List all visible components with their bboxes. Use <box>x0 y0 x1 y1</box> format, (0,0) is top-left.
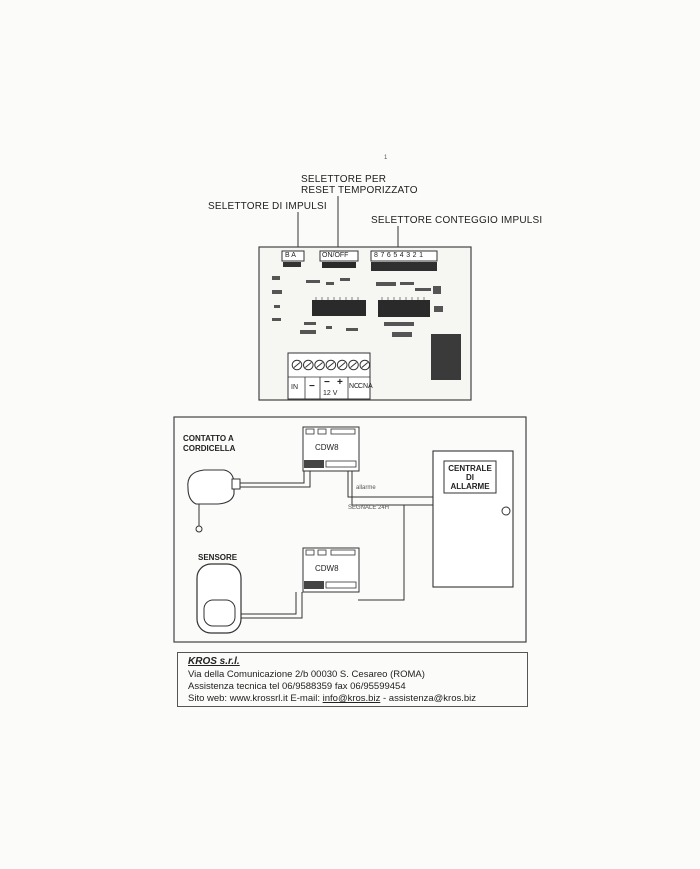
dip-switch-numbers: 8 7 6 5 4 3 2 1 <box>374 252 424 259</box>
ba-jumper-label: B A <box>285 252 296 259</box>
pulse-selector-label: SELETTORE DI IMPULSI <box>208 201 327 212</box>
email-info-link[interactable]: info@kros.biz <box>322 693 381 704</box>
ic-pins <box>315 297 425 300</box>
wires <box>240 471 433 619</box>
contact-label-line2: CORDICELLA <box>183 444 236 453</box>
dip-switch-frame <box>370 250 438 262</box>
sensor-device <box>196 563 242 634</box>
terminal-screw-slot <box>350 362 357 368</box>
ba-jumper-pins <box>283 262 301 267</box>
dip-switch-body <box>371 262 437 271</box>
email-assistance-link[interactable]: assistenza@kros.biz <box>388 693 477 704</box>
alarm-central-lock <box>501 506 511 516</box>
terminal-screw-slot <box>327 362 335 368</box>
web-separator: - <box>380 693 389 704</box>
wire-label-24h: SEGNALE 24H <box>348 505 390 511</box>
ic-chip-left <box>312 300 366 316</box>
web-prefix: Sito web: www.krossrl.it E-mail: <box>188 693 323 704</box>
web-contacts: Sito web: www.krossrl.it E-mail: info@kr… <box>188 693 476 704</box>
company-footer: KROS s.r.l. Via della Comunicazione 2/b … <box>177 652 528 707</box>
onoff-jumper-label: ON/OFF <box>322 252 349 259</box>
onoff-jumper-frame <box>319 250 359 262</box>
terminal-12v-plus: + <box>337 377 343 388</box>
central-label-line3: ALLARME <box>450 482 490 491</box>
alarm-central-label-box <box>443 460 497 494</box>
terminal-screw-slot <box>316 362 323 368</box>
central-label-line1: CENTRALE <box>448 464 492 473</box>
ba-jumper-frame <box>281 250 305 262</box>
board-components <box>272 276 443 337</box>
terminal-voltage-label: 12 V <box>323 390 338 397</box>
cdw8-bottom-label: CDW8 <box>315 564 339 573</box>
terminal-screw-slot <box>304 362 312 368</box>
terminal-minus-label: − <box>309 381 315 392</box>
reset-selector-label-line2: RESET TEMPORIZZATO <box>301 185 418 196</box>
terminal-c: C <box>358 383 364 390</box>
pull-cord-contact-device <box>187 469 241 533</box>
terminal-screw-slot <box>338 362 346 368</box>
company-address: Via della Comunicazione 2/b 00030 S. Ces… <box>188 669 425 680</box>
wire-label-alarm: allarme <box>356 485 376 491</box>
sensor-label: SENSORE <box>198 553 238 562</box>
central-label-line2: DI <box>466 473 474 482</box>
ic-chip-right <box>378 300 430 317</box>
terminal-12v-minus: − <box>324 377 330 388</box>
cdw8-top-label: CDW8 <box>315 443 339 452</box>
terminal-screws <box>291 359 371 371</box>
onoff-jumper-pins <box>322 262 356 268</box>
contact-label-line1: CONTATTO A <box>183 434 234 443</box>
terminal-na: NA <box>363 383 373 390</box>
figure-marker: 1 <box>384 155 388 161</box>
relay <box>431 334 461 380</box>
terminal-in-label: IN <box>291 384 298 391</box>
technical-support: Assistenza tecnica tel 06/9588359 fax 06… <box>188 681 406 692</box>
company-name: KROS s.r.l. <box>188 656 240 667</box>
terminal-screw-slot <box>361 362 369 368</box>
reset-selector-label-line1: SELETTORE PER <box>301 174 387 185</box>
terminal-screw-slot <box>293 362 301 368</box>
terminal-nc: NC <box>349 383 360 390</box>
count-selector-label: SELETTORE CONTEGGIO IMPULSI <box>371 215 543 226</box>
